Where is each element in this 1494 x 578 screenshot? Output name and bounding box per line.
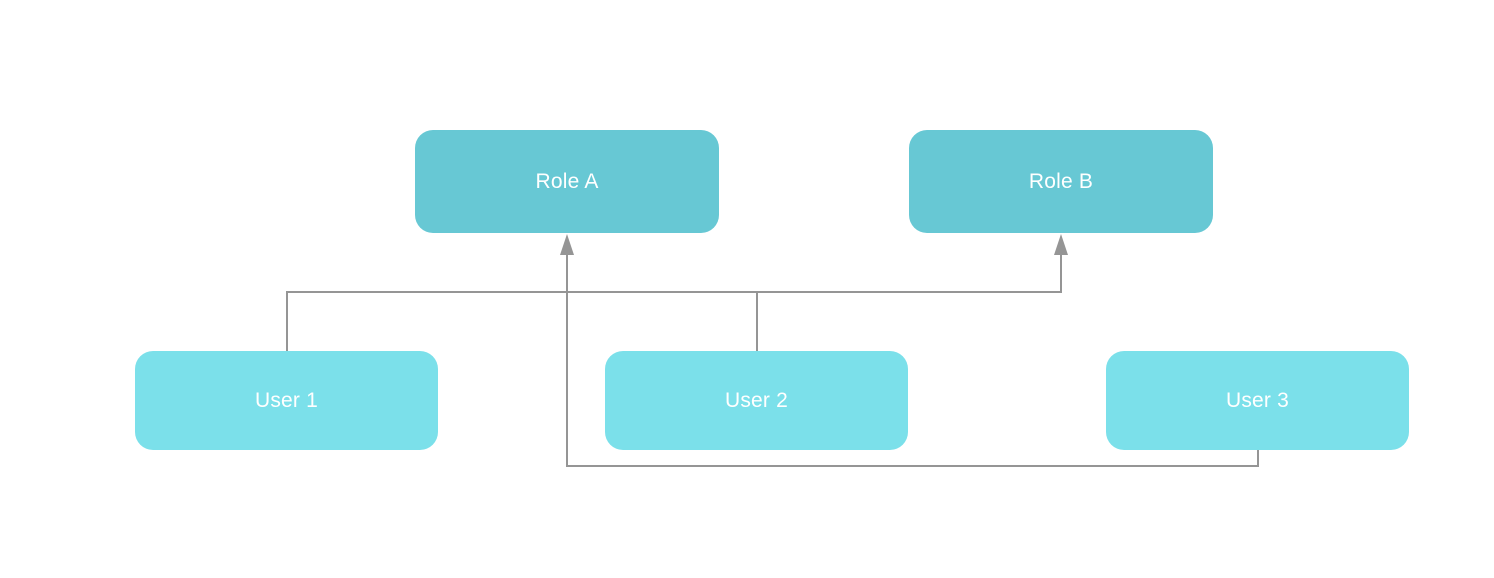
arrowhead-into-roleA-icon [560,234,574,255]
connector-user3-to-roleA[interactable] [566,253,1259,467]
node-role-b[interactable]: Role B [909,130,1213,233]
node-user-1[interactable]: User 1 [135,351,438,450]
node-role-a-label: Role A [535,169,599,193]
node-role-a[interactable]: Role A [415,130,719,233]
connector-user1-to-roleB[interactable] [286,253,1062,351]
arrowhead-into-roleB-icon [1054,234,1068,255]
node-role-b-label: Role B [1028,169,1094,193]
node-user-2[interactable]: User 2 [605,351,908,450]
node-user-3-label: User 3 [1225,388,1290,412]
node-user-1-label: User 1 [254,388,319,412]
node-user-2-label: User 2 [724,388,789,412]
node-user-3[interactable]: User 3 [1106,351,1409,450]
